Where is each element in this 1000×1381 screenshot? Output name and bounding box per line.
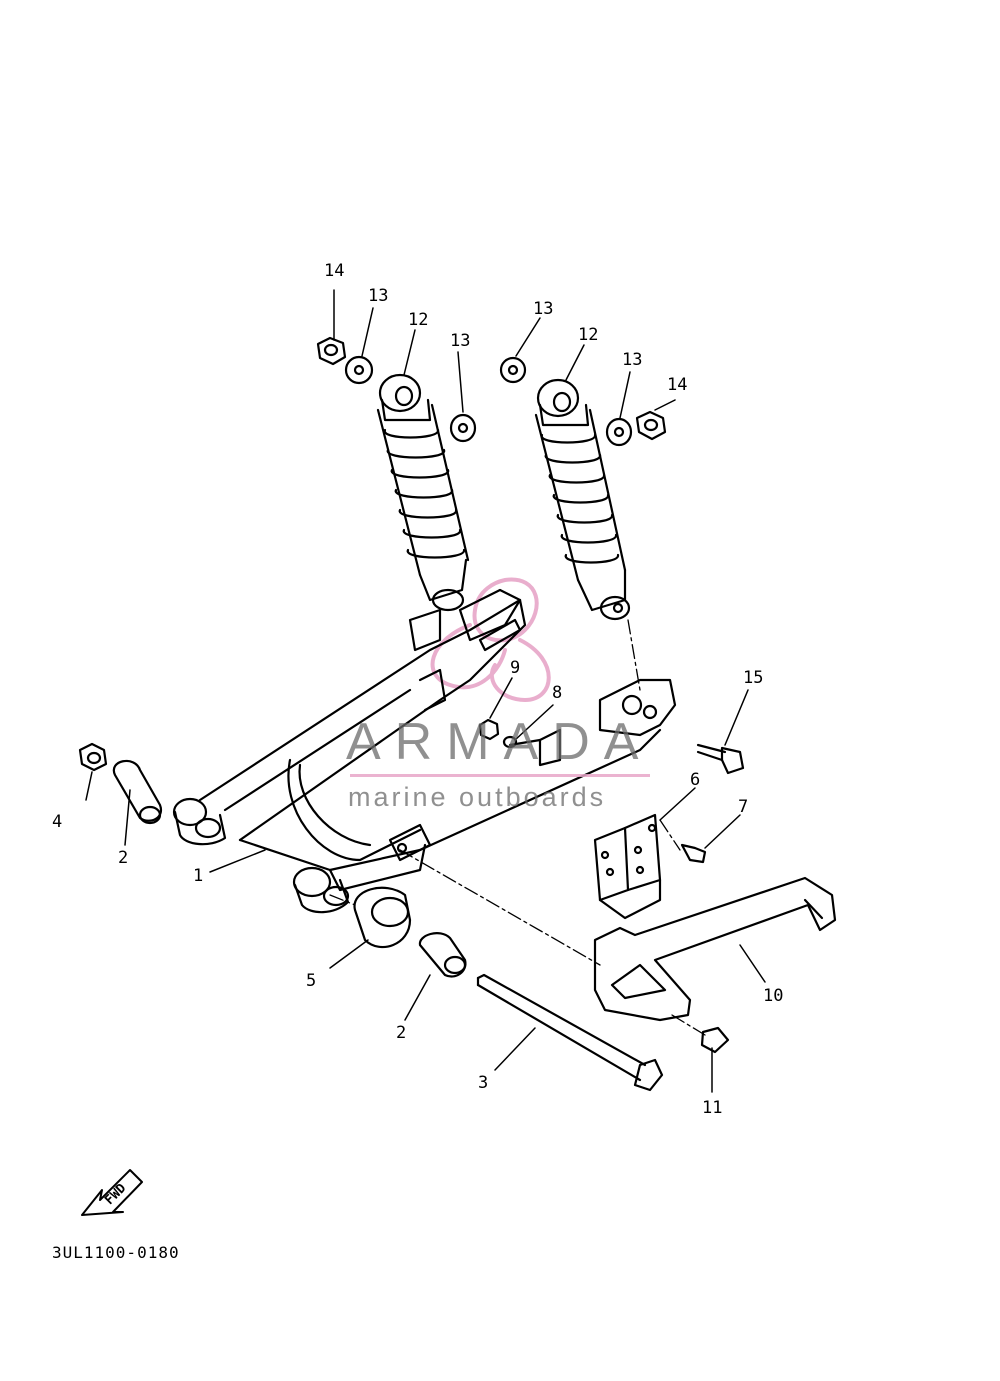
callout-11: 11 bbox=[702, 1098, 723, 1118]
diagram-part-code: 3UL1100-0180 bbox=[52, 1243, 180, 1262]
collar-5 bbox=[353, 886, 412, 949]
callout-13-a: 13 bbox=[368, 286, 389, 306]
nut-14-left bbox=[316, 336, 347, 366]
callout-13-b: 13 bbox=[450, 331, 471, 351]
nut-4 bbox=[78, 742, 108, 772]
swingarm bbox=[198, 588, 662, 892]
chain-guard-10 bbox=[593, 876, 837, 1022]
watermark-tagline: marine outboards bbox=[348, 782, 607, 812]
callout-12-left: 12 bbox=[408, 310, 429, 330]
fwd-arrow bbox=[81, 1169, 143, 1216]
callout-4: 4 bbox=[52, 812, 63, 832]
bolt-11 bbox=[700, 1026, 730, 1054]
watermark-logo bbox=[430, 577, 551, 702]
nut-9 bbox=[478, 718, 500, 741]
callout-10: 10 bbox=[763, 986, 784, 1006]
pivot-tube-left bbox=[172, 797, 227, 846]
washer-13-a bbox=[344, 355, 374, 385]
leader-lines bbox=[85, 289, 766, 1093]
shock-lower-bracket bbox=[508, 678, 677, 767]
callout-2-lower: 2 bbox=[396, 1023, 407, 1043]
washer-13-b bbox=[449, 413, 477, 443]
shock-absorber-left bbox=[376, 373, 470, 612]
callout-15: 15 bbox=[743, 668, 764, 688]
bolt-15 bbox=[696, 743, 745, 775]
nut-14-right bbox=[635, 410, 667, 441]
callout-5: 5 bbox=[306, 971, 317, 991]
watermark-brand: ARMADA bbox=[346, 713, 653, 771]
pivot-shaft-3 bbox=[476, 973, 664, 1092]
callout-13-c: 13 bbox=[533, 299, 554, 319]
callout-2-upper: 2 bbox=[118, 848, 129, 868]
callout-8: 8 bbox=[552, 683, 563, 703]
callout-12-right: 12 bbox=[578, 325, 599, 345]
bolt-7 bbox=[680, 843, 707, 864]
callout-9: 9 bbox=[510, 658, 521, 678]
callout-1: 1 bbox=[193, 866, 204, 886]
callout-14-left: 14 bbox=[324, 261, 345, 281]
alignment-lines bbox=[329, 619, 706, 1036]
watermark-divider bbox=[350, 774, 650, 777]
bolt-8 bbox=[502, 735, 518, 749]
callout-7: 7 bbox=[738, 797, 749, 817]
callout-13-d: 13 bbox=[622, 350, 643, 370]
bushing-2-upper bbox=[112, 759, 163, 825]
shock-absorber-right bbox=[534, 378, 631, 621]
washer-13-c bbox=[499, 356, 527, 384]
bushing-2-lower bbox=[418, 932, 467, 978]
bracket-6 bbox=[593, 813, 662, 920]
callout-3: 3 bbox=[478, 1073, 489, 1093]
callout-14-right: 14 bbox=[667, 375, 688, 395]
washer-13-d bbox=[605, 417, 633, 447]
callout-6: 6 bbox=[690, 770, 701, 790]
